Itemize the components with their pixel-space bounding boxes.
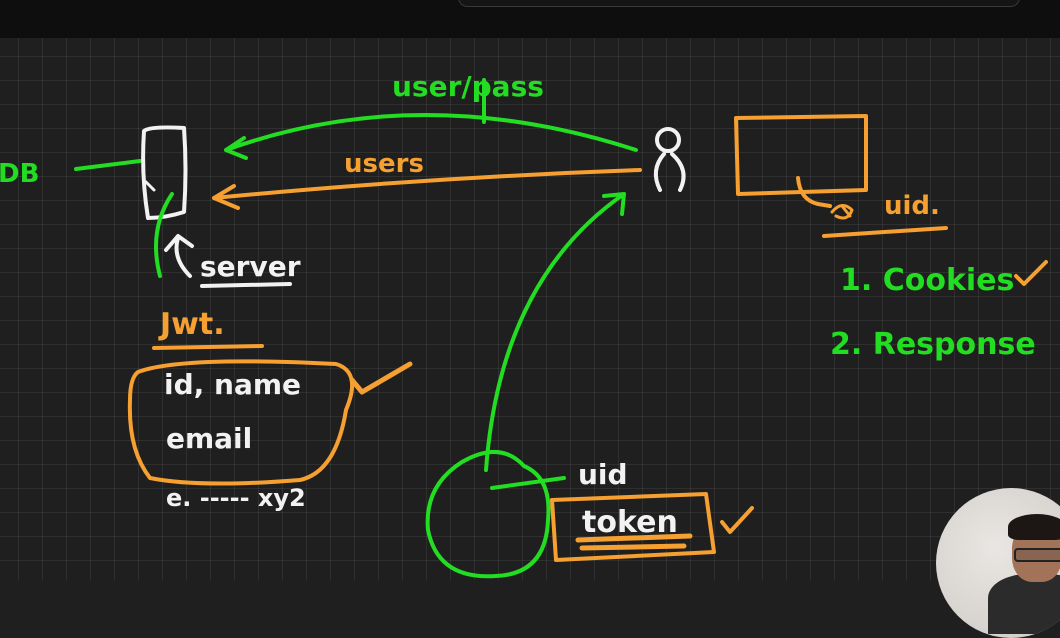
server-pointer-arrow [164,234,194,278]
top-toolbar [0,0,1060,38]
credentials-label: user/pass [392,70,544,103]
db-label: DB [0,159,39,189]
checkmark-icon [1014,260,1048,286]
storage-pointer [796,176,832,208]
uid-right-underline [822,226,948,238]
credentials-arrow [224,113,638,160]
signature-text: e. ----- xy2 [166,484,306,512]
token-to-client-arrow [484,192,626,472]
uid-bottom-label: uid [578,458,628,491]
server-box [141,125,188,220]
client-node-blob [425,449,551,579]
blob-to-uid-line [490,476,566,490]
presenter-glasses [1014,548,1060,562]
jwt-label: Jwt. [158,307,225,342]
token-box [550,492,716,562]
server-label: server [200,250,301,283]
payload-field: email [166,422,252,455]
presenter-shirt [988,574,1060,634]
jwt-underline [152,344,264,350]
delivery-option-cookies: 1. Cookies [840,263,1014,298]
token-label: token [582,505,678,540]
client-storage-box [734,114,868,196]
response-label: users [344,149,424,179]
server-inner-line [144,180,156,192]
server-underline [200,282,292,288]
sketch-layer: DB server Jwt. id, name email e. ----- x… [0,70,1048,579]
uid-right-label: uid. [884,191,940,221]
payload-box [127,359,355,486]
checkmark-icon [349,361,413,395]
payload-field: id, name [164,368,301,401]
server-to-jwt-line [154,192,174,278]
response-arrow [212,168,642,210]
storage-token-scribble [830,204,854,220]
user-icon [653,127,686,192]
db-connector-line [74,159,142,171]
token-underline [575,533,693,551]
checkmark-icon [720,506,754,534]
delivery-option-response: 2. Response [830,327,1036,362]
presenter-hair [1008,514,1060,540]
